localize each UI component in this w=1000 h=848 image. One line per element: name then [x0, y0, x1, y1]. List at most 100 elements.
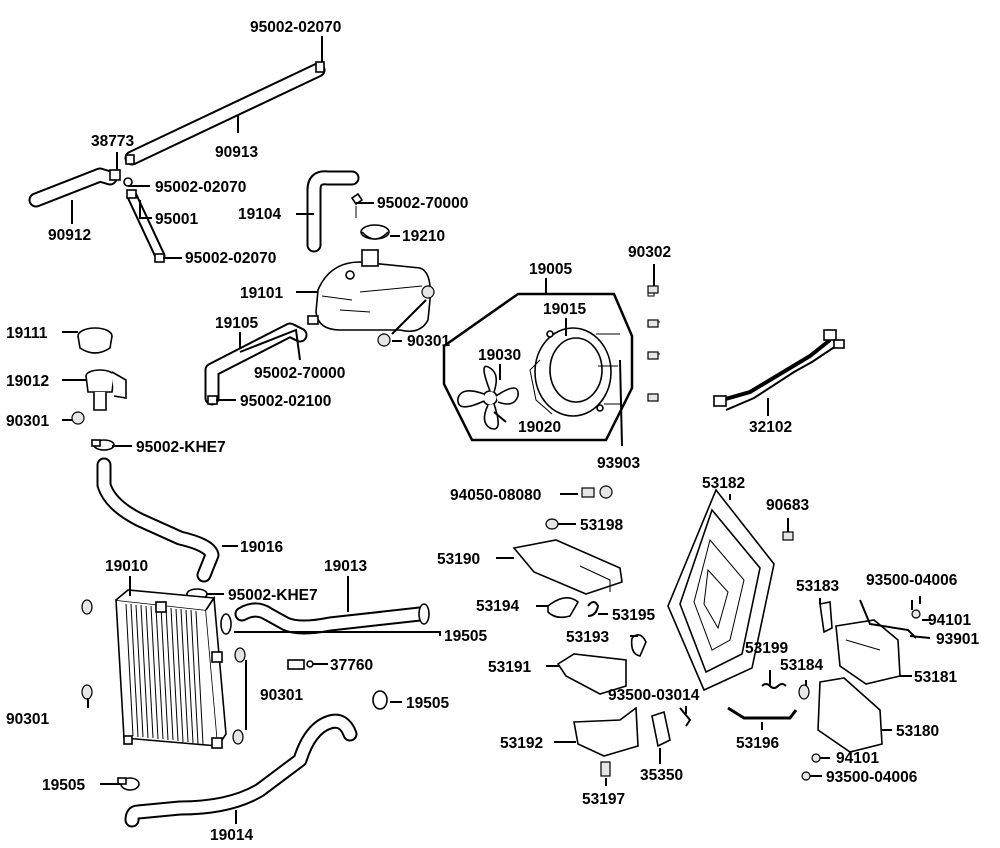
- label-90912: 90912: [48, 227, 91, 244]
- label-90301-left: 90301: [6, 711, 49, 728]
- label-53196: 53196: [736, 735, 779, 752]
- label-19505-top: 19505: [444, 628, 487, 645]
- label-19010: 19010: [105, 558, 148, 575]
- label-95002-02070-mid: 95002-02070: [155, 179, 246, 196]
- label-19013: 19013: [324, 558, 367, 575]
- label-19505-low: 19505: [42, 777, 85, 794]
- label-93903: 93903: [597, 455, 640, 472]
- clip-95002-70000-top: [350, 192, 364, 218]
- screws-90302: [647, 285, 660, 402]
- hose-90912: [28, 167, 118, 208]
- label-35350: 35350: [640, 767, 683, 784]
- label-32102: 32102: [749, 419, 792, 436]
- label-53191: 53191: [488, 659, 531, 676]
- label-95002-02100: 95002-02100: [240, 393, 331, 410]
- label-53197: 53197: [582, 791, 625, 808]
- plate-53191: [556, 653, 627, 695]
- reservoir-tank-19101: [307, 249, 432, 333]
- label-90301-neck: 90301: [6, 413, 49, 430]
- label-19030: 19030: [478, 347, 521, 364]
- label-38773: 38773: [91, 133, 134, 150]
- bolts-90301-radiator: [81, 599, 246, 745]
- label-95002-KHE7-top: 95002-KHE7: [136, 439, 226, 456]
- label-53180: 53180: [896, 723, 939, 740]
- bracket-53190: [512, 539, 623, 595]
- label-19505-mid: 19505: [406, 695, 449, 712]
- fan-shroud-19015: [529, 327, 612, 417]
- label-53194: 53194: [476, 598, 519, 615]
- label-19016: 19016: [240, 539, 283, 556]
- leader-lines: [62, 36, 931, 824]
- bolt-90301-reservoir: [377, 285, 435, 347]
- switch-37760: [287, 659, 314, 670]
- label-53183: 53183: [796, 578, 839, 595]
- label-19104: 19104: [238, 206, 281, 223]
- screw-94101-top: [911, 609, 921, 619]
- label-94101-top: 94101: [928, 612, 971, 629]
- clamp-95002-KHE7-top: [91, 439, 115, 451]
- pin-93500-03014: [679, 707, 692, 727]
- label-93500-04006-low: 93500-04006: [826, 769, 918, 786]
- label-90683: 90683: [766, 497, 809, 514]
- label-53192: 53192: [500, 735, 543, 752]
- cover-53180: [817, 677, 883, 753]
- screws-93903: [596, 333, 620, 405]
- rod-53196: [727, 706, 798, 720]
- clip-53193: [630, 634, 647, 657]
- hose-95001: [126, 189, 166, 263]
- label-93500-04006-top: 93500-04006: [866, 572, 958, 589]
- label-90301-reservoir: 90301: [407, 333, 450, 350]
- lever-53194: [547, 597, 580, 619]
- radiator-19010: [115, 589, 227, 749]
- label-19015: 19015: [543, 301, 586, 318]
- cap-19111: [77, 327, 113, 354]
- pin-53183: [819, 601, 833, 634]
- cap-19210: [360, 224, 390, 240]
- clamp-19505-mid: [372, 690, 388, 710]
- label-53181: 53181: [914, 669, 957, 686]
- label-53195: 53195: [612, 607, 655, 624]
- label-19111: 19111: [6, 325, 48, 342]
- hose-19104: [306, 170, 360, 253]
- label-90302: 90302: [628, 244, 671, 261]
- label-19020: 19020: [518, 419, 561, 436]
- label-19210: 19210: [402, 228, 445, 245]
- screw-90683: [782, 531, 794, 541]
- label-53193: 53193: [566, 629, 609, 646]
- label-95002-02070-top: 95002-02070: [250, 19, 341, 36]
- latch-35350: [651, 710, 671, 748]
- hose-90913: [124, 61, 326, 166]
- label-94050-08080: 94050-08080: [450, 487, 541, 504]
- bolt-90301-neck: [71, 411, 85, 425]
- label-95002-70000-low: 95002-70000: [254, 365, 345, 382]
- bolt-53198: [545, 518, 559, 530]
- label-95002-02070-low: 95002-02070: [185, 250, 276, 267]
- label-90301-right: 90301: [260, 687, 303, 704]
- fan-blade-19030: [457, 365, 519, 430]
- lock-53181: [835, 619, 901, 685]
- label-37760: 37760: [330, 657, 373, 674]
- label-53182: 53182: [702, 475, 745, 492]
- filler-neck-19012: [85, 369, 127, 411]
- part-labels: 95002-02070 90913 38773 95002-02070 9500…: [6, 19, 979, 844]
- label-53199: 53199: [745, 640, 788, 657]
- label-95002-KHE7-low: 95002-KHE7: [228, 587, 318, 604]
- label-93500-03014: 93500-03014: [608, 687, 700, 704]
- label-19005: 19005: [529, 261, 572, 278]
- bracket-53192: [573, 706, 639, 757]
- label-19012: 19012: [6, 373, 49, 390]
- spring-53195: [587, 601, 600, 617]
- wire-93901: [859, 599, 917, 639]
- nut-53184: [798, 684, 810, 700]
- label-95002-70000-top: 95002-70000: [377, 195, 468, 212]
- label-19105: 19105: [215, 315, 258, 332]
- screw-94101-low: [811, 753, 821, 763]
- bolt-53197: [600, 761, 611, 777]
- nut-94050-08080: [581, 485, 613, 499]
- label-53184: 53184: [780, 657, 823, 674]
- storage-tray-53182: [667, 488, 775, 692]
- fan-assembly-19005-border: [442, 292, 634, 442]
- label-94101-low: 94101: [836, 750, 879, 767]
